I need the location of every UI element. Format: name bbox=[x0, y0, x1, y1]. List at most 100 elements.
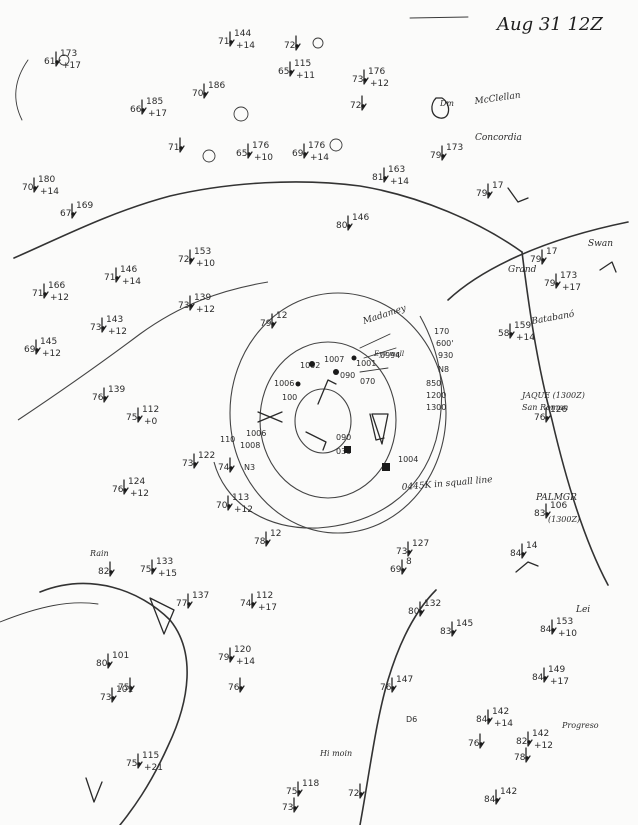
station-dot bbox=[229, 656, 233, 660]
station-tendency: +12 bbox=[370, 79, 389, 89]
station-temperature: 83 bbox=[534, 509, 545, 519]
station-dot bbox=[247, 152, 251, 156]
station-temperature: 72 bbox=[178, 255, 189, 265]
station-dot bbox=[509, 332, 513, 336]
station-dot bbox=[265, 540, 269, 544]
station-dot bbox=[441, 154, 445, 158]
center-value: 0994 bbox=[380, 351, 400, 360]
station-temperature: 79 bbox=[260, 319, 272, 329]
station-dot bbox=[391, 686, 395, 690]
station-dot bbox=[525, 756, 529, 760]
station-plot: 76 bbox=[468, 733, 485, 749]
station-dot bbox=[289, 70, 293, 74]
station-pressure: 173 bbox=[60, 49, 77, 59]
station-wind-barb bbox=[179, 137, 185, 153]
center-value: 1006 bbox=[274, 379, 294, 388]
station-pressure: 147 bbox=[396, 675, 413, 685]
isobar-outer-ring bbox=[229, 292, 447, 534]
station-dot bbox=[123, 488, 127, 492]
station-pressure: 149 bbox=[548, 665, 565, 675]
station-temperature: 79 bbox=[530, 255, 542, 265]
cloud-circle bbox=[329, 138, 343, 152]
upper-left-arc bbox=[15, 59, 29, 121]
station-tendency: +17 bbox=[562, 283, 581, 293]
cloud-circle bbox=[233, 106, 249, 122]
station-temperature: 84 bbox=[476, 715, 488, 725]
station-temperature: 76 bbox=[92, 393, 104, 403]
station-pressure: 113 bbox=[232, 493, 249, 503]
station-pressure: 127 bbox=[412, 539, 429, 549]
station-pressure: 146 bbox=[352, 213, 369, 223]
rain-note: Rain bbox=[89, 549, 109, 558]
station-temperature: 84 bbox=[510, 549, 522, 559]
station-dot bbox=[495, 798, 499, 802]
wind-barb bbox=[85, 777, 103, 803]
center-wind-barb bbox=[305, 431, 327, 451]
station-pressure: 139 bbox=[108, 385, 125, 395]
station-dot bbox=[401, 568, 405, 572]
station-temperature: 73 bbox=[178, 301, 189, 311]
station-pressure: 122 bbox=[198, 451, 215, 461]
station-dot bbox=[479, 742, 483, 746]
center-value: 1008 bbox=[240, 441, 260, 450]
station-temperature: 65 bbox=[236, 149, 247, 159]
station-dot bbox=[141, 108, 145, 112]
station-plot: 75 bbox=[118, 677, 135, 693]
station-tendency: +14 bbox=[122, 277, 141, 287]
station-wind-barb bbox=[293, 797, 299, 813]
station-dot bbox=[293, 806, 297, 810]
station-pressure: 120 bbox=[234, 645, 251, 655]
station-pressure: 142 bbox=[500, 787, 517, 797]
station-plot: 77 137 bbox=[176, 591, 209, 609]
station-temperature: 77 bbox=[176, 599, 187, 609]
station-pressure: 118 bbox=[302, 779, 319, 789]
station-tendency: +12 bbox=[196, 305, 215, 315]
wind-barb bbox=[599, 261, 617, 273]
station-pressure: 112 bbox=[256, 591, 273, 601]
lower-left-curve bbox=[0, 602, 99, 623]
station-temperature: 78 bbox=[254, 537, 266, 547]
station-wind-barb bbox=[359, 783, 365, 799]
station-tendency: +10 bbox=[254, 153, 273, 163]
date-stamp: Aug 31 12Z bbox=[495, 14, 603, 35]
station-dot bbox=[107, 662, 111, 666]
station-plot: 74 bbox=[218, 457, 235, 473]
station-dot bbox=[363, 78, 367, 82]
station-temperature: 70 bbox=[192, 89, 204, 99]
station-dot bbox=[111, 696, 115, 700]
eye-wall-ring bbox=[294, 388, 352, 454]
station-tendency: +15 bbox=[158, 569, 177, 579]
station-pressure: 146 bbox=[120, 265, 137, 275]
center-value: 1200 bbox=[426, 391, 446, 400]
station-temperature: 79 bbox=[218, 653, 230, 663]
place-progreso: Progreso bbox=[561, 721, 599, 730]
station-dot bbox=[303, 152, 307, 156]
station-pressure: 137 bbox=[192, 591, 209, 601]
station-tendency: +11 bbox=[296, 71, 315, 81]
station-plot: 71 bbox=[168, 137, 185, 153]
station-dot bbox=[309, 361, 315, 367]
station-dot bbox=[33, 186, 37, 190]
station-tendency: +17 bbox=[258, 603, 277, 613]
station-dot bbox=[543, 676, 547, 680]
center-value: 1004 bbox=[398, 455, 418, 464]
station-plot: 698 bbox=[390, 557, 412, 575]
station-pressure: 17 bbox=[492, 181, 503, 191]
station-pressure: 145 bbox=[40, 337, 57, 347]
center-value: 1006 bbox=[246, 429, 266, 438]
center-value: 070 bbox=[360, 377, 375, 386]
station-pressure: 153 bbox=[556, 617, 573, 627]
